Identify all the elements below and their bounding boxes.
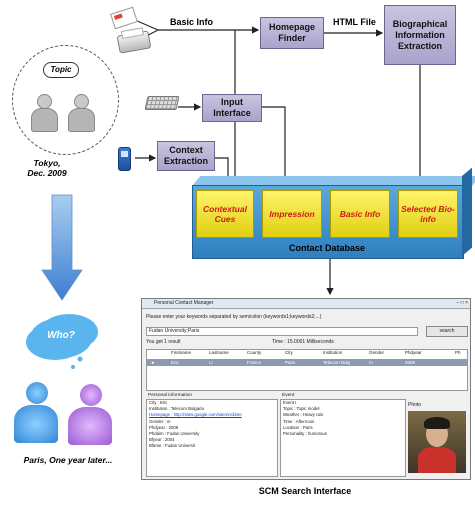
column-header[interactable]: Gender	[369, 350, 385, 355]
keyboard-icon	[144, 96, 180, 110]
context-extraction-box: Context Extraction	[157, 141, 215, 171]
event-title: Event	[282, 393, 295, 398]
result-count: You get 1 result	[146, 339, 181, 345]
column-header[interactable]: County	[247, 350, 262, 355]
table-cell: 2009	[405, 360, 416, 365]
info-line: Phdaim : Fudan University	[149, 431, 200, 437]
window-buttons[interactable]: – □ ×	[456, 300, 469, 306]
contact-photo	[408, 411, 466, 473]
table-cell: m	[369, 360, 373, 365]
mobile-phone-icon	[118, 147, 131, 171]
search-input[interactable]: Fudan University;Paris	[146, 327, 418, 336]
event-line: Location : Paris	[283, 424, 313, 430]
cube-impression: Impression	[262, 190, 322, 238]
search-button[interactable]: search	[426, 326, 468, 337]
row-marker: ►	[151, 360, 156, 365]
event-line: Personality : humorous	[283, 431, 327, 437]
column-header[interactable]: Lastname	[209, 350, 229, 355]
cube-label: Impression	[269, 209, 315, 219]
table-row[interactable]: ► Eric Li France Paris Telecom Bulg m 20…	[147, 359, 467, 366]
table-cell: Paris	[285, 360, 296, 365]
figure-caption: SCM Search Interface	[258, 486, 352, 496]
meeting-bubble	[12, 45, 119, 155]
column-header[interactable]: Ph	[455, 350, 461, 355]
homepage-finder-box: Homepage Finder	[260, 17, 324, 49]
info-line: Institution : Telecom Bulgaria	[149, 406, 204, 412]
database-label: Contact Database	[288, 243, 366, 253]
event-panel[interactable]: Event Event I Topic : Topic model Weathe…	[280, 393, 406, 477]
photo-title: Photo	[408, 402, 422, 408]
info-line: Gender : m	[149, 418, 171, 424]
bio-extraction-box: Biographical Information Extraction	[384, 5, 456, 65]
table-cell: Li	[209, 360, 213, 365]
personal-info-title: Personal information	[148, 393, 192, 398]
event-line: Time : Afternoon	[283, 418, 315, 424]
time-arrow	[41, 194, 83, 301]
who-cloud: Who?	[30, 318, 92, 358]
cube-label: Basic Info	[339, 209, 381, 219]
cube-selected-bio-info: Selected Bio-info	[398, 190, 458, 238]
prompt-text: Please enter your keywords separated by …	[146, 314, 322, 320]
info-line: Bfyear : 2004	[149, 437, 175, 443]
topic-label: Topic	[50, 65, 72, 74]
event-line: Topic : Topic model	[283, 406, 320, 412]
topic-tag: Topic	[43, 62, 79, 78]
input-interface-box: Input Interface	[202, 94, 262, 122]
event-line: Event I	[283, 400, 297, 405]
cube-basic-info: Basic Info	[330, 190, 390, 238]
bio-extraction-label: Biographical Information Extraction	[392, 18, 448, 51]
column-header[interactable]: Institution	[323, 350, 343, 355]
cube-label: Selected Bio-info	[401, 204, 455, 224]
info-line: Bfame : Fudan Universit	[149, 443, 196, 449]
personal-info-panel[interactable]: Personal information City : Eric Institu…	[146, 393, 278, 477]
table-cell: Telecom Bulg	[323, 360, 351, 365]
table-cell: Eric	[171, 360, 179, 365]
window-title: Personal Contact Manager	[142, 299, 470, 309]
column-header[interactable]: City	[285, 350, 293, 355]
column-header[interactable]: Firstname	[171, 350, 192, 355]
cube-contextual-cues: Contextual Cues	[196, 190, 254, 238]
html-file-label: HTML File	[333, 17, 376, 27]
context-extraction-label: Context Extraction	[163, 145, 208, 166]
info-line[interactable]: Homepage : http://sites.google.com/site/…	[149, 412, 242, 418]
event-line: Weather : Heavy rain	[283, 412, 324, 418]
place-now-label: Paris, One year later...	[23, 455, 113, 465]
scm-window: Personal Contact Manager – □ × Please en…	[141, 298, 471, 480]
results-table[interactable]: Firstname Lastname County City Instituti…	[146, 349, 468, 391]
who-label: Who?	[47, 330, 75, 341]
basic-info-label: Basic Info	[170, 17, 214, 27]
column-header[interactable]: Phdyear	[405, 350, 422, 355]
input-interface-label: Input Interface	[213, 97, 251, 118]
cube-label: Contextual Cues	[203, 204, 247, 224]
place-then-label: Tokyo, Dec. 2009	[27, 158, 67, 178]
info-line: City : Eric	[149, 400, 168, 405]
info-line: Phdyear : 2009	[149, 424, 179, 430]
homepage-finder-label: Homepage Finder	[268, 22, 315, 43]
table-cell: France	[247, 360, 262, 365]
search-time: Time : 15.0001 Milliseconds	[272, 339, 334, 345]
database-side	[462, 167, 472, 256]
